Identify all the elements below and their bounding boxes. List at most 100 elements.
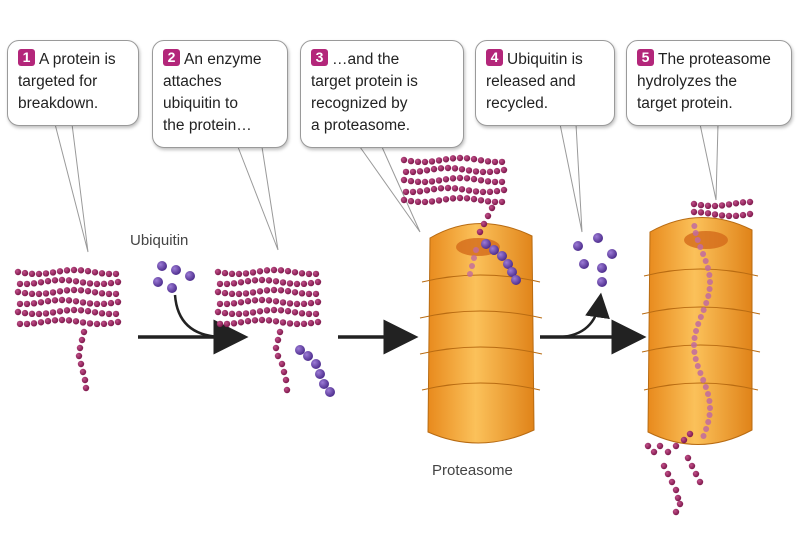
protein-bead bbox=[314, 298, 322, 306]
protein-bead bbox=[456, 154, 464, 162]
protein-bead bbox=[79, 368, 87, 376]
protein-bead-inside bbox=[705, 293, 712, 299]
protein-bead bbox=[407, 177, 415, 185]
protein-bead bbox=[65, 297, 73, 304]
protein-bead bbox=[500, 166, 508, 174]
protein-bead bbox=[283, 386, 291, 394]
protein-bead-inside bbox=[704, 265, 711, 271]
step-3-text: …and the target protein is recognized by… bbox=[311, 51, 418, 134]
callout-pointers bbox=[54, 123, 719, 253]
protein-bead bbox=[70, 286, 78, 294]
protein-bead bbox=[263, 287, 271, 294]
step-4-number: 4 bbox=[486, 49, 503, 66]
protein-bead bbox=[28, 310, 36, 318]
protein-bead bbox=[718, 202, 726, 209]
protein-bead bbox=[91, 289, 99, 296]
protein-bead bbox=[477, 197, 485, 204]
protein-bead bbox=[746, 198, 754, 206]
protein-bead-inside bbox=[694, 237, 701, 243]
protein-bead bbox=[449, 155, 457, 162]
protein-bead bbox=[72, 298, 80, 305]
protein-bead bbox=[14, 268, 22, 276]
ubiquitin-bead bbox=[319, 379, 329, 389]
protein-bead bbox=[437, 185, 445, 192]
protein-bead bbox=[86, 280, 94, 287]
ubiquitin-bead bbox=[311, 359, 321, 369]
protein-bead-inside bbox=[700, 251, 707, 257]
protein-bead bbox=[286, 280, 294, 287]
protein-bead bbox=[291, 289, 299, 296]
protein-bead bbox=[458, 166, 466, 173]
protein-bead bbox=[221, 309, 229, 317]
protein-bead bbox=[93, 300, 101, 308]
protein-bead bbox=[298, 290, 306, 297]
ubiquitin-bead bbox=[325, 387, 335, 397]
protein-bead bbox=[484, 178, 492, 185]
protein-bead bbox=[63, 307, 71, 314]
protein-fragment-bead bbox=[696, 478, 704, 486]
proteasome-label: Proteasome bbox=[432, 462, 513, 479]
protein-bead bbox=[112, 290, 120, 298]
protein-bead bbox=[84, 267, 92, 275]
protein-bead bbox=[98, 310, 106, 317]
protein-bead bbox=[739, 199, 747, 206]
protein-bead bbox=[409, 168, 417, 176]
protein-bead bbox=[84, 307, 92, 315]
protein-bead bbox=[704, 202, 712, 210]
protein-bead bbox=[444, 184, 452, 192]
protein-bead bbox=[80, 328, 88, 336]
protein-bead bbox=[449, 175, 457, 182]
protein-bead bbox=[274, 352, 282, 360]
protein-bead bbox=[732, 200, 740, 207]
proteasome-1 bbox=[419, 223, 543, 444]
protein-bead bbox=[274, 336, 282, 344]
protein-bead bbox=[416, 168, 424, 175]
protein-bead bbox=[91, 269, 99, 276]
protein-bead-inside bbox=[697, 314, 704, 320]
pointer-step-1 bbox=[54, 123, 89, 253]
protein-bead-inside bbox=[692, 230, 699, 236]
protein-bead bbox=[244, 297, 252, 305]
protein-bead bbox=[312, 270, 320, 278]
protein-bead bbox=[49, 309, 57, 316]
protein-bead bbox=[49, 269, 57, 276]
protein-bead bbox=[298, 310, 306, 317]
protein-bead bbox=[421, 158, 429, 166]
protein-bead bbox=[63, 287, 71, 294]
step-5-number: 5 bbox=[637, 49, 654, 66]
protein-bead-inside bbox=[702, 258, 709, 264]
protein-bead bbox=[307, 299, 315, 307]
protein-bead bbox=[251, 277, 259, 284]
protein-bead-inside bbox=[706, 286, 713, 292]
protein-bead bbox=[63, 267, 71, 274]
protein-bead bbox=[112, 270, 120, 278]
protein-fragment-bead bbox=[644, 442, 652, 450]
ubiquitin-bead bbox=[597, 277, 607, 287]
process-arrows bbox=[138, 292, 647, 355]
protein-bead bbox=[23, 320, 31, 328]
protein-bead bbox=[235, 290, 243, 298]
protein-bead bbox=[414, 178, 422, 186]
protein-bead bbox=[105, 270, 113, 278]
protein-bead bbox=[314, 318, 322, 326]
protein-bead bbox=[305, 270, 313, 278]
protein-bead bbox=[477, 177, 485, 184]
protein-bead bbox=[484, 212, 492, 220]
protein-fragment-bead bbox=[688, 462, 696, 470]
protein-bead bbox=[78, 336, 86, 344]
protein-bead bbox=[14, 288, 22, 296]
protein-and-ubiquitin-beads bbox=[14, 154, 754, 516]
protein-bead bbox=[214, 308, 222, 316]
protein-bead bbox=[228, 290, 236, 298]
ubiquitin-attach-arrow bbox=[173, 294, 221, 339]
protein-bead-inside bbox=[706, 272, 713, 278]
protein-bead bbox=[258, 276, 266, 284]
protein-fragment-bead bbox=[672, 486, 680, 494]
ubiquitin-bead bbox=[489, 245, 499, 255]
protein-bead bbox=[86, 320, 94, 327]
protein-bead bbox=[237, 279, 245, 286]
protein-bead bbox=[100, 280, 108, 288]
protein-bead bbox=[270, 266, 278, 274]
